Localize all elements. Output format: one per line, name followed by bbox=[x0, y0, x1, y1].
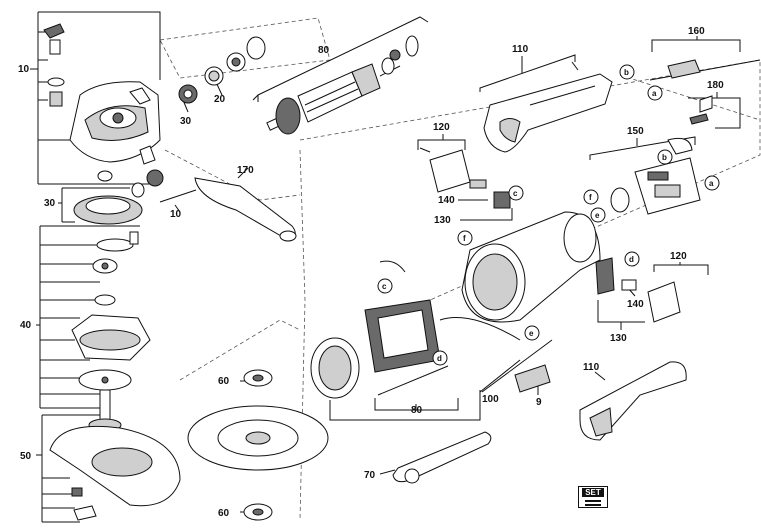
callout-c-wire: c bbox=[382, 282, 387, 291]
brush-holder-right bbox=[595, 257, 681, 323]
letter-callouts: b a b a c f e f c d e d bbox=[377, 64, 720, 366]
label-20: 20 bbox=[214, 94, 226, 105]
stator bbox=[364, 260, 521, 396]
label-10-top: 10 bbox=[18, 64, 30, 75]
set-badge-bar bbox=[585, 500, 601, 502]
set-badge-bar bbox=[585, 504, 601, 506]
side-handle bbox=[159, 177, 297, 242]
callout-f-switch: f bbox=[589, 193, 592, 202]
rear-handle-bottom bbox=[579, 361, 687, 441]
armature-parts bbox=[178, 35, 419, 135]
grinding-disc bbox=[187, 369, 329, 521]
label-10-mid: 10 bbox=[170, 209, 182, 220]
callout-a-top: a bbox=[652, 89, 657, 98]
callout-a-switch: a bbox=[709, 179, 714, 188]
callout-f-wire: f bbox=[463, 234, 466, 243]
callout-b-switch: b bbox=[662, 153, 667, 162]
label-130-right: 130 bbox=[610, 333, 627, 344]
label-140-right: 140 bbox=[627, 299, 644, 310]
gear-housing bbox=[69, 81, 161, 182]
callout-d-stator: d bbox=[437, 354, 442, 363]
label-140-mid: 140 bbox=[438, 195, 455, 206]
label-40: 40 bbox=[20, 320, 32, 331]
label-30-mid: 30 bbox=[44, 198, 56, 209]
label-180: 180 bbox=[707, 80, 724, 91]
motor-housing bbox=[461, 211, 601, 323]
brush-holder-mid bbox=[419, 147, 511, 209]
fan-baffle bbox=[310, 337, 360, 399]
rear-handle-top bbox=[483, 61, 613, 153]
spindle-assembly bbox=[71, 231, 151, 432]
label-30-top: 30 bbox=[180, 116, 192, 127]
label-9: 9 bbox=[536, 397, 542, 408]
label-70: 70 bbox=[364, 470, 376, 481]
label-150: 150 bbox=[627, 126, 644, 137]
set-badge: SET bbox=[578, 486, 608, 508]
callout-e-wire: e bbox=[529, 329, 534, 338]
set-badge-label: SET bbox=[582, 488, 604, 497]
label-60-bottom: 60 bbox=[218, 508, 230, 519]
bracket-lines bbox=[30, 11, 741, 523]
label-120-mid: 120 bbox=[433, 122, 450, 133]
label-110-top: 110 bbox=[512, 44, 529, 55]
callout-c-mid: c bbox=[513, 189, 518, 198]
label-130-mid: 130 bbox=[434, 215, 451, 226]
label-120-right: 120 bbox=[670, 251, 687, 262]
label-80-top: 80 bbox=[318, 45, 330, 56]
label-plate bbox=[514, 364, 551, 393]
label-60-top: 60 bbox=[218, 376, 230, 387]
label-170: 170 bbox=[237, 165, 254, 176]
label-50: 50 bbox=[20, 451, 32, 462]
label-160: 160 bbox=[688, 26, 705, 37]
callout-d-right: d bbox=[629, 255, 634, 264]
wheel-guard bbox=[49, 425, 181, 521]
power-cord bbox=[649, 59, 761, 125]
label-110-bottom: 110 bbox=[583, 362, 600, 373]
pin-spanner bbox=[392, 431, 492, 484]
label-100: 100 bbox=[482, 394, 499, 405]
switch-assembly bbox=[610, 137, 701, 215]
bevel-gears bbox=[73, 169, 164, 225]
part-labels: 10 20 30 80 110 160 180 120 150 140 130 … bbox=[18, 26, 724, 519]
label-80-bottom: 80 bbox=[411, 405, 423, 416]
callout-b-top: b bbox=[624, 68, 629, 77]
callout-e-switch: e bbox=[595, 211, 600, 220]
spindle-lock-button bbox=[43, 23, 65, 107]
